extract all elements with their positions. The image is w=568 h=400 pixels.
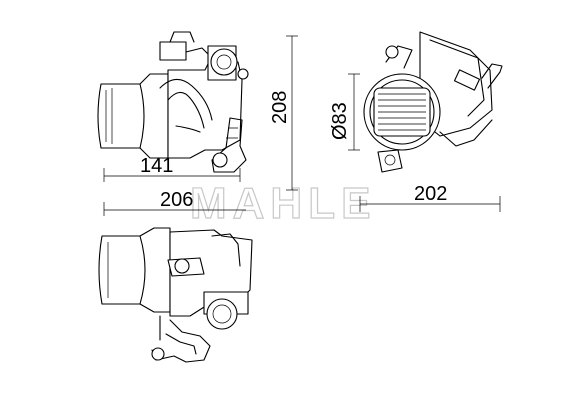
dimension-141: 141 — [103, 155, 241, 182]
dim-208-label: 208 — [269, 91, 291, 124]
dimension-diameter-83: Ø83 — [329, 73, 360, 151]
dimension-202: 202 — [359, 183, 501, 212]
dimension-208: 208 — [269, 35, 298, 191]
end-view — [363, 31, 503, 173]
dim-83-label: Ø83 — [329, 102, 351, 140]
watermark: MAHLE — [190, 179, 376, 228]
dim-141-label: 141 — [140, 155, 173, 177]
dim-206-label: 206 — [160, 189, 193, 211]
side-view — [97, 31, 249, 173]
top-view — [98, 227, 253, 363]
dim-202-label: 202 — [414, 183, 447, 205]
dimension-206: 206 — [103, 189, 246, 216]
